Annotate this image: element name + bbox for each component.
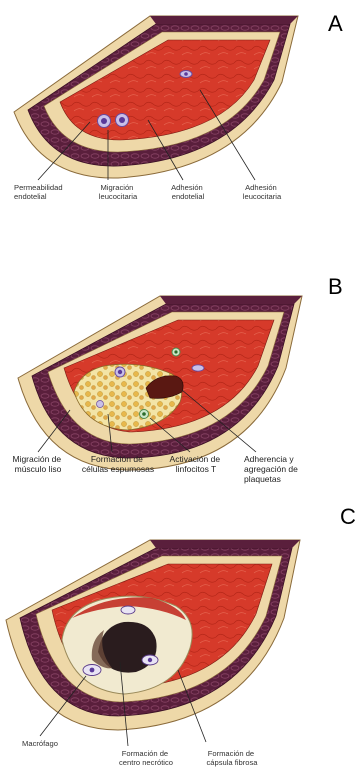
panel-c: C Macrófago Formación (6, 504, 356, 767)
far-wall (160, 296, 302, 304)
macrophage (121, 606, 135, 614)
panel-a: A Permeabilidad endoteli (14, 11, 343, 201)
macrophage-nucleus (90, 668, 95, 673)
leukocyte-nucleus (101, 118, 107, 124)
leukocyte-nucleus (119, 117, 125, 123)
adhered-leukocyte (192, 365, 204, 371)
artery-c (6, 540, 300, 730)
label-endothelial-permeability: Permeabilidad endotelial (14, 183, 65, 201)
label-leukocyte-migration: Migración leucocitaria (99, 183, 138, 201)
label-leukocyte-adhesion: Adhesión leucocitaria (243, 183, 282, 201)
label-necrotic-core-formation: Formación de centro necrótico (119, 749, 173, 767)
t-lymphocyte-nucleus (142, 412, 146, 416)
label-platelet-aggregation: Adherencia y agregación de plaquetas (244, 454, 300, 484)
label-endothelial-adhesion: Adhesión endotelial (171, 183, 205, 201)
panel-c-letter: C (340, 504, 356, 529)
panel-b-letter: B (328, 274, 343, 299)
label-smooth-muscle-migration: Migración de músculo liso (12, 454, 63, 474)
label-fibrous-cap-formation: Formación de cápsula fibrosa (206, 749, 258, 767)
panel-a-letter: A (328, 11, 343, 36)
label-macrophage: Macrófago (22, 739, 58, 748)
far-wall (150, 16, 298, 24)
macrophage-nucleus (148, 658, 152, 662)
panel-b: B Migración de músculo liso (12, 274, 342, 484)
artery-b (18, 296, 302, 470)
leukocyte-nucleus (174, 350, 177, 353)
far-wall (150, 540, 300, 548)
label-t-lymphocyte-activation: Activación de linfocitos T (170, 454, 223, 474)
leukocyte-nucleus (184, 72, 188, 76)
artery-a (14, 16, 298, 178)
foam-cell (97, 401, 104, 408)
leukocyte-nucleus (118, 370, 122, 374)
label-foam-cell-formation: Formación de células espumosas (82, 454, 154, 474)
